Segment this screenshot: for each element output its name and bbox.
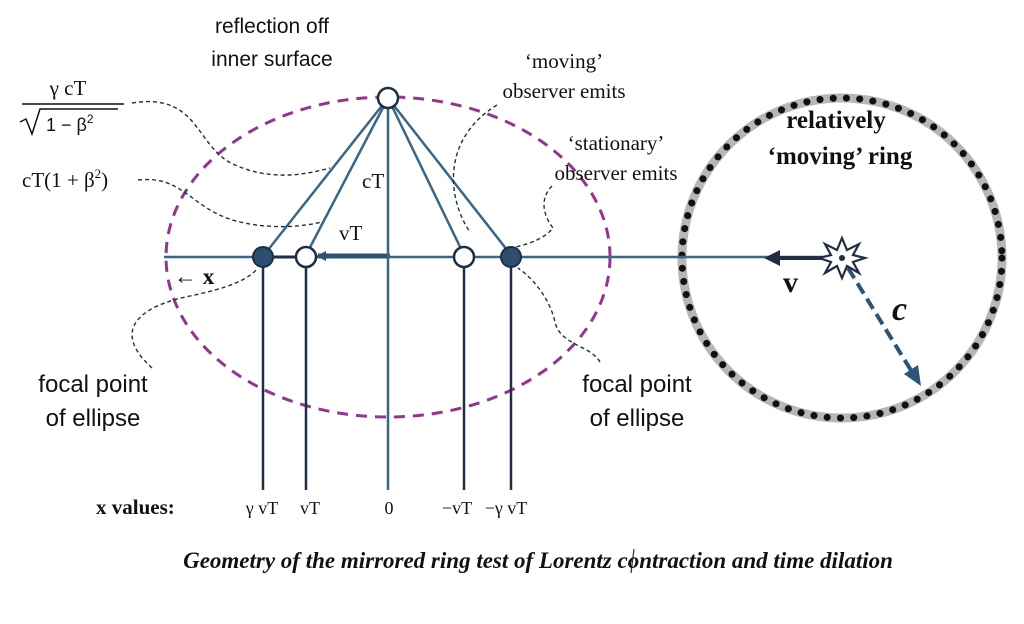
sqrt-sign-icon: [19, 108, 118, 137]
star-center-dot: [839, 255, 845, 261]
label-gamma-ct-denominator: 1 − β: [46, 115, 87, 135]
label-vt: vT: [339, 221, 363, 245]
figure-caption: Geometry of the mirrored ring test of Lo…: [183, 548, 893, 573]
label-stationary-emits-line2: observer emits: [554, 161, 677, 185]
x-value-zero: 0: [385, 498, 394, 518]
focal-point-right: [500, 246, 522, 268]
label-focal-left-line1: focal point: [38, 371, 148, 398]
c-radius-arrow: [846, 266, 914, 374]
leader-ct-beta: [137, 178, 323, 228]
label-gamma-ct-denominator-group: 1 − β2: [46, 112, 94, 135]
x-values-heading: x values:: [96, 495, 175, 519]
ray-to-left-moving: [304, 97, 390, 256]
label-reflection-line2: inner surface: [211, 48, 332, 71]
label-moving-emits-line1: ‘moving’: [525, 49, 603, 73]
label-ring-title-line1: relatively: [786, 107, 886, 134]
label-focal-left-line2: of ellipse: [46, 405, 141, 432]
label-stationary-emits-line1: ‘stationary’: [568, 131, 665, 155]
label-ct-one-plus-beta-group: cT(1 + β2): [22, 166, 108, 192]
x-value-neg-vt: −vT: [442, 498, 472, 518]
label-ct-one-plus-beta: cT(1 + β: [22, 168, 95, 192]
ray-to-right-focal: [387, 97, 512, 256]
label-focal-right-line1: focal point: [582, 371, 692, 398]
velocity-arrowhead: [764, 250, 780, 266]
leader-focal-right: [517, 267, 601, 363]
label-v: v: [783, 266, 798, 299]
leader-stationary-emits: [514, 185, 554, 248]
label-focal-right-line2: of ellipse: [590, 405, 685, 432]
label-reflection-line1: reflection off: [215, 15, 329, 38]
moving-observer-left: [294, 245, 318, 269]
label-ct-one-plus-beta-close: ): [101, 168, 108, 192]
label-ct-one-plus-beta-exp: 2: [95, 166, 102, 181]
label-gamma-ct-denominator-exp: 2: [87, 112, 94, 126]
label-moving-emits-line2: observer emits: [502, 79, 625, 103]
leader-gamma-ct: [131, 100, 331, 176]
leader-focal-left: [131, 267, 259, 369]
ray-to-right-moving: [386, 97, 466, 256]
leader-curves: [131, 100, 601, 369]
ray-to-left-focal: [263, 97, 389, 256]
leader-moving-emits: [452, 104, 498, 233]
x-value-gamma-vt: γ vT: [245, 498, 278, 518]
label-ring-title-line2: ‘moving’ ring: [768, 143, 913, 170]
label-ct: cT: [362, 169, 384, 193]
reflection-point: [376, 86, 400, 110]
label-c: c: [892, 291, 907, 328]
x-value-vt: vT: [300, 498, 320, 518]
x-value-neg-gamma-vt: −γ vT: [485, 498, 528, 518]
label-gamma-ct-numerator: γ cT: [49, 76, 87, 100]
label-x-arrow: ← x: [174, 264, 215, 289]
caption-tick-mark: [630, 548, 635, 574]
moving-observer-right: [452, 245, 476, 269]
c-radius-arrowhead: [904, 365, 921, 386]
focal-point-left: [252, 246, 274, 268]
